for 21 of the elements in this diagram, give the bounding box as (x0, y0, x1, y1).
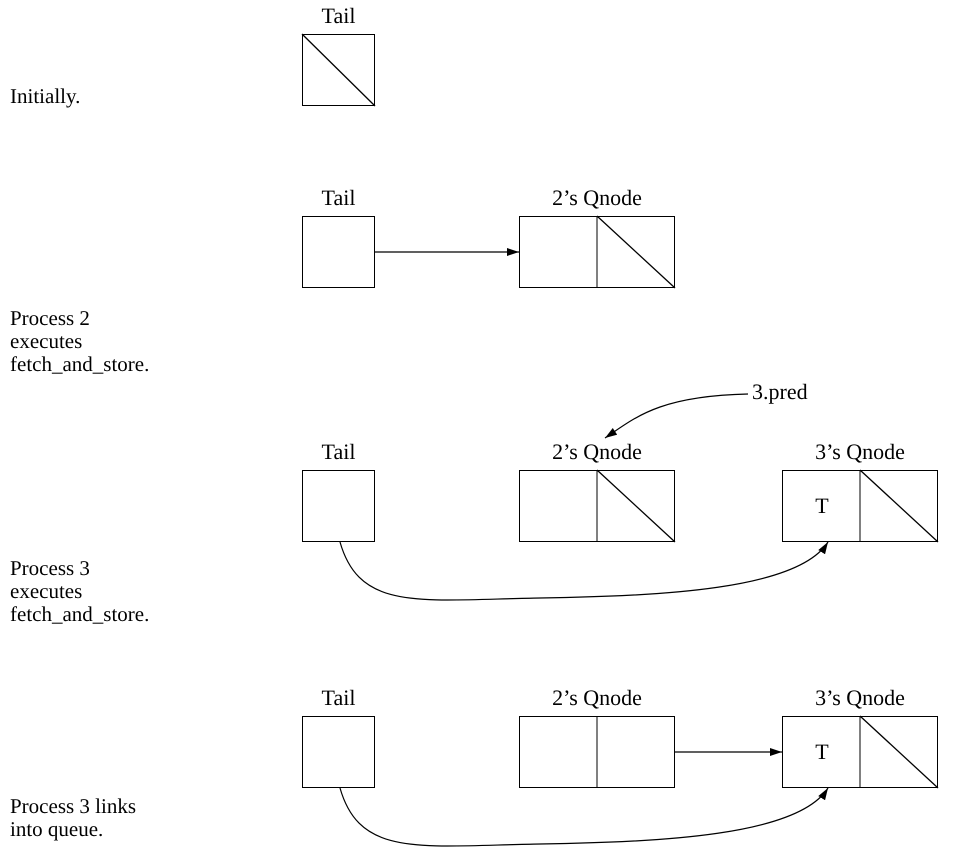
node-heading: Tail (322, 186, 356, 210)
node-heading: 2’s Qnode (552, 686, 642, 710)
arrow (339, 788, 828, 847)
node-heading: 3’s Qnode (815, 440, 905, 464)
cell-text: T (815, 739, 829, 765)
step-caption: Process 2 executes fetch_and_store. (10, 307, 150, 376)
arrow (604, 393, 748, 438)
node-heading: Tail (322, 440, 356, 464)
pointer-label: 3.pred (752, 380, 808, 404)
step-caption: Process 3 executes fetch_and_store. (10, 557, 150, 626)
arrow (675, 748, 782, 756)
node-heading: Tail (322, 4, 356, 28)
arrow (375, 248, 519, 256)
cell-text: T (815, 493, 829, 519)
node-heading: Tail (322, 686, 356, 710)
node-heading: 2’s Qnode (552, 440, 642, 464)
step-caption: Process 3 links into queue. (10, 795, 137, 841)
step-caption: Initially. (10, 85, 82, 108)
arrow (339, 542, 828, 601)
node-heading: 3’s Qnode (815, 686, 905, 710)
node-heading: 2’s Qnode (552, 186, 642, 210)
